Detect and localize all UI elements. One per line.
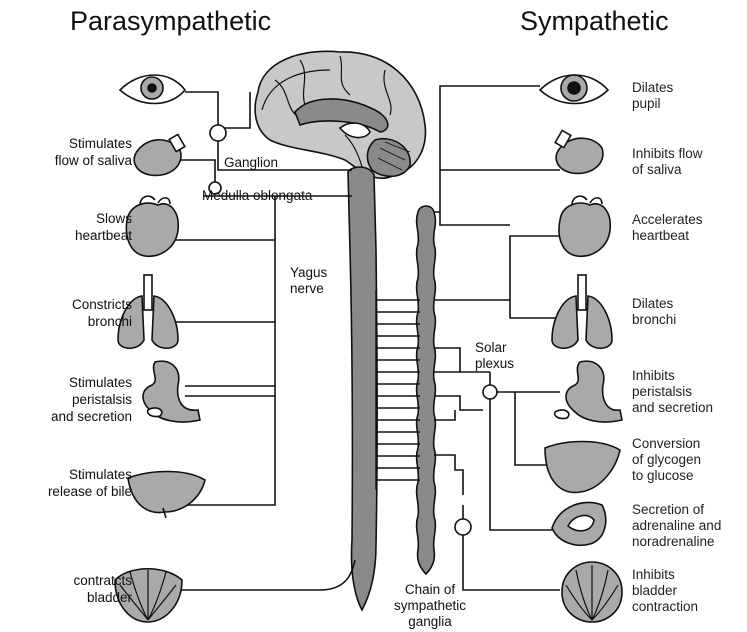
eye-icon: [120, 75, 185, 104]
para-effect-heartbeat: Slows heartbeat: [4, 210, 132, 244]
eye-icon: [540, 75, 608, 104]
symp-effect-bronchi: Dilates bronchi: [632, 296, 747, 328]
symp-effect-peristalsis: Inhibits peristalsis and secretion: [632, 368, 747, 416]
symp-effect-heartbeat: Accelerates heartbeat: [632, 212, 747, 244]
lungs-icon: [552, 275, 612, 348]
heart-icon: [559, 196, 610, 256]
sympathetic-chain-label: Chain of sympathetic ganglia: [380, 582, 480, 630]
spinal-cord-icon: [348, 167, 377, 610]
liver-icon: [128, 472, 205, 519]
salivary-gland-icon: [555, 130, 603, 173]
symp-effect-adrenaline: Secretion of adrenaline and noradrenalin…: [632, 502, 747, 550]
symp-effect-pupil: Dilates pupil: [632, 80, 747, 112]
medulla-oblongata-label: Medulla oblongata: [202, 188, 312, 204]
para-effect-bronchi: Constricts bronchi: [4, 296, 132, 330]
symp-effect-saliva: Inhibits flow of saliva: [632, 146, 747, 178]
symp-effect-glycogen: Conversion of glycogen to glucose: [632, 436, 747, 484]
para-effect-bladder: contratcts bladder: [4, 572, 132, 606]
vagus-nerve-label: Yagus nerve: [290, 265, 327, 297]
solar-plexus-label: Solar plexus: [475, 340, 514, 372]
brain-icon: [255, 51, 425, 185]
adrenal-gland-icon: [552, 502, 606, 545]
para-effect-peristalsis: Stimulates peristalsis and secretion: [4, 374, 132, 425]
salivary-gland-icon: [134, 134, 185, 175]
stomach-icon: [555, 361, 622, 422]
sympathetic-chain-icon: [417, 206, 436, 574]
stomach-icon: [143, 361, 200, 422]
heart-icon: [126, 196, 178, 256]
para-effect-saliva: Stimulates flow of saliva: [4, 135, 132, 169]
ganglion-label: Ganglion: [224, 155, 278, 171]
symp-effect-bladder: Inhibits bladder contraction: [632, 567, 747, 615]
para-effect-bile: Stimulates release of bile: [4, 466, 132, 500]
bladder-icon: [562, 562, 622, 622]
liver-icon: [545, 442, 620, 493]
